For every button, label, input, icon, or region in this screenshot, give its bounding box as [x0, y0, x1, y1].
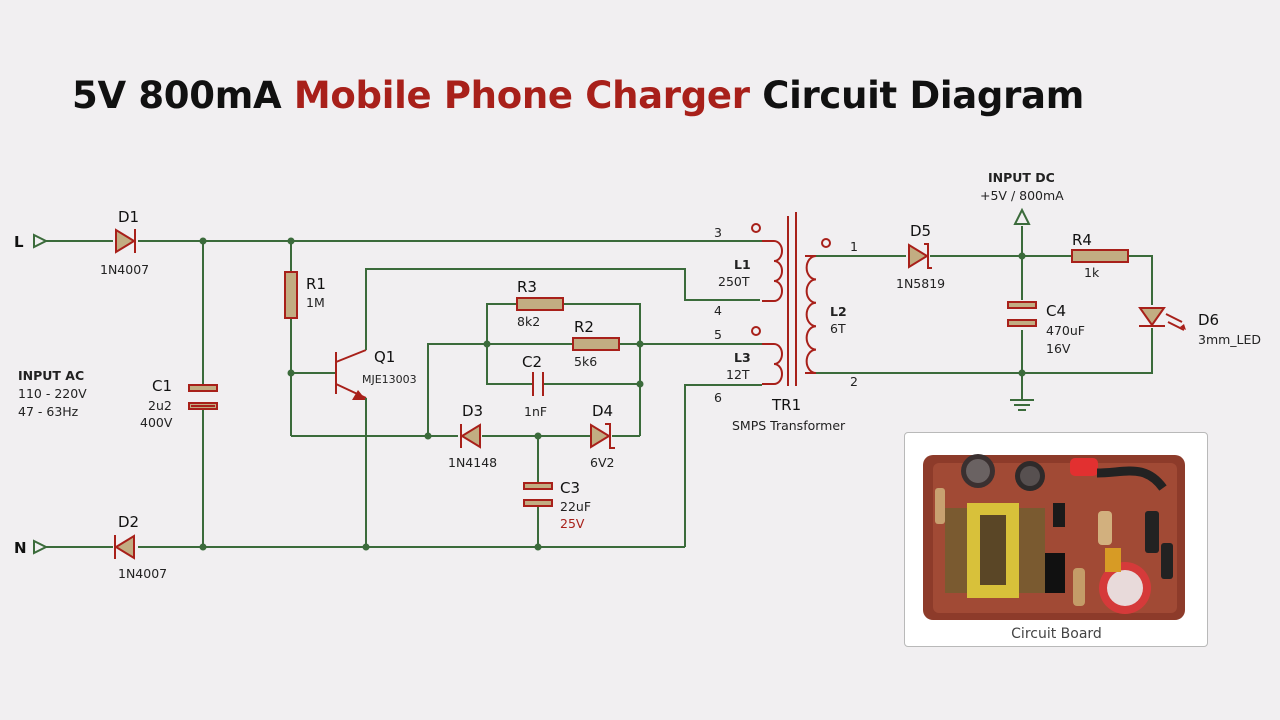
d1-ref: D1	[118, 208, 139, 226]
resistor-r4	[1071, 249, 1129, 263]
photo-caption: Circuit Board	[1011, 626, 1102, 642]
c1-ref: C1	[152, 377, 172, 395]
c3-value: 22uF	[560, 499, 591, 514]
terminal-n-label: N	[14, 539, 27, 557]
capacitor-c4	[1007, 301, 1037, 327]
tr1-ref: TR1	[771, 396, 801, 414]
c1-value: 2u2	[148, 398, 172, 413]
r3-value: 8k2	[517, 314, 540, 329]
input-dc-heading: INPUT DC	[988, 170, 1055, 185]
capacitor-c2	[532, 372, 544, 396]
transistor-q1	[335, 344, 367, 410]
r1-ref: R1	[306, 275, 326, 293]
circuit-board-photo	[904, 432, 1208, 647]
led-d6	[1138, 307, 1186, 331]
d5-ref: D5	[910, 222, 931, 240]
l3-value: 12T	[726, 367, 750, 382]
input-ac-heading: INPUT AC	[18, 368, 84, 383]
d2-value: 1N4007	[118, 566, 167, 581]
diode-d4	[590, 423, 615, 449]
transformer-tr1	[751, 212, 831, 386]
tr1-value: SMPS Transformer	[732, 418, 846, 433]
c4-ref: C4	[1046, 302, 1066, 320]
diode-d3	[460, 423, 481, 449]
l2-value: 6T	[830, 321, 846, 336]
terminal-n-arrow	[33, 539, 49, 555]
c2-ref: C2	[522, 353, 542, 371]
page-title: 5V 800mA Mobile Phone Charger Circuit Di…	[72, 74, 1084, 117]
title-highlight: Mobile Phone Charger	[293, 74, 750, 117]
input-dc-rating: +5V / 800mA	[980, 188, 1064, 203]
diode-d5	[908, 243, 932, 269]
pin-5: 5	[714, 327, 722, 342]
l1-ref: L1	[734, 257, 751, 272]
resistor-r2	[572, 337, 620, 351]
title-part2: Circuit Diagram	[749, 74, 1084, 117]
c1-rating: 400V	[140, 415, 173, 430]
circuit-board-image	[923, 454, 1185, 620]
q1-ref: Q1	[374, 348, 395, 366]
c4-value: 470uF	[1046, 323, 1085, 338]
r4-value: 1k	[1084, 265, 1100, 280]
l3-ref: L3	[734, 350, 751, 365]
resistor-r1	[284, 271, 298, 319]
pin-3: 3	[714, 225, 722, 240]
pin-4: 4	[714, 303, 722, 318]
pin-1: 1	[850, 239, 858, 254]
c3-ref: C3	[560, 479, 580, 497]
input-ac-freq: 47 - 63Hz	[18, 404, 79, 419]
input-ac-voltage: 110 - 220V	[18, 386, 87, 401]
pin-6: 6	[714, 390, 722, 405]
terminal-l-label: L	[14, 233, 24, 251]
terminal-l-arrow	[33, 233, 49, 249]
c4-rating: 16V	[1046, 341, 1071, 356]
title-part1: 5V 800mA	[72, 74, 294, 117]
q1-value: MJE13003	[362, 373, 417, 386]
l1-value: 250T	[718, 274, 750, 289]
junctions	[199, 237, 1026, 551]
r2-value: 5k6	[574, 354, 597, 369]
d3-ref: D3	[462, 402, 483, 420]
d6-value: 3mm_LED	[1198, 332, 1261, 347]
r4-ref: R4	[1072, 231, 1092, 249]
r1-value: 1M	[306, 295, 325, 310]
pin-2: 2	[850, 374, 858, 389]
capacitor-c1	[188, 384, 218, 410]
d4-ref: D4	[592, 402, 613, 420]
r2-ref: R2	[574, 318, 594, 336]
d6-ref: D6	[1198, 311, 1219, 329]
d1-value: 1N4007	[100, 262, 149, 277]
l2-ref: L2	[830, 304, 847, 319]
d3-value: 1N4148	[448, 455, 497, 470]
resistor-r3	[516, 297, 564, 311]
c2-value: 1nF	[524, 404, 547, 419]
c3-rating: 25V	[560, 516, 585, 531]
r3-ref: R3	[517, 278, 537, 296]
capacitor-c3	[523, 482, 553, 507]
d5-value: 1N5819	[896, 276, 945, 291]
d4-value: 6V2	[590, 455, 614, 470]
diode-d2	[114, 534, 135, 560]
diode-d1	[115, 228, 136, 254]
d2-ref: D2	[118, 513, 139, 531]
